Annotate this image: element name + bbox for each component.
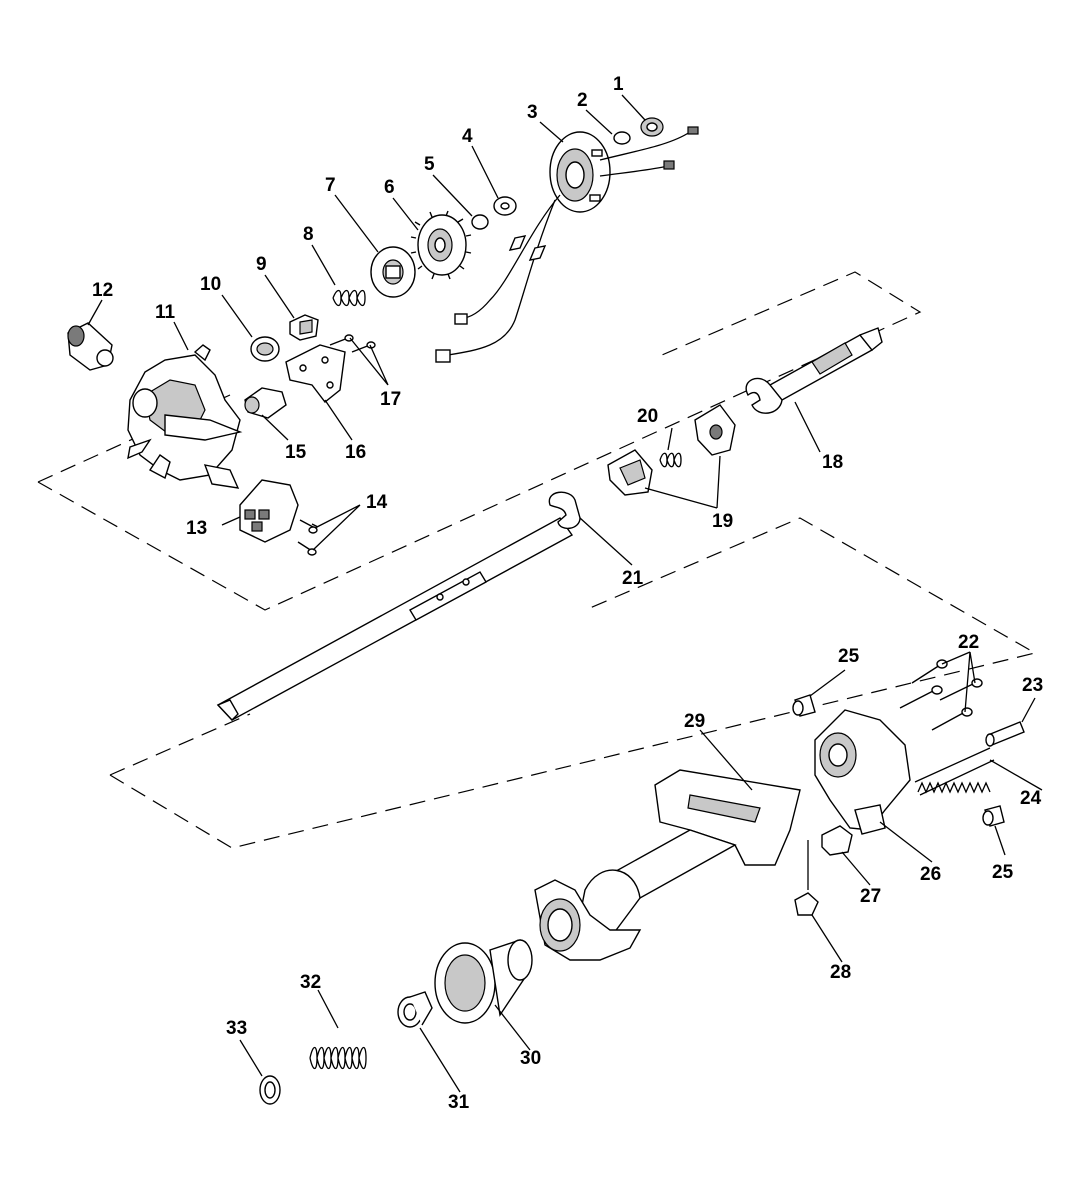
part-12-lock-cylinder (67, 322, 114, 371)
part-6-gear-plate (410, 210, 472, 280)
part-16-bracket-plate (285, 344, 346, 403)
part-27-bushing (821, 825, 853, 856)
part-25-cap-lower (982, 805, 1005, 827)
label-part-24: 24 (1020, 788, 1042, 809)
part-4-washer (493, 196, 517, 216)
part-8-spring (332, 289, 366, 307)
label-part-29: 29 (684, 711, 705, 732)
label-part-10: 10 (200, 274, 221, 295)
label-part-9: 9 (256, 254, 267, 275)
part-23-pin (985, 721, 1025, 747)
label-part-3: 3 (527, 102, 538, 123)
part-labels: 1 2 3 4 5 6 7 8 9 10 11 12 13 14 15 16 1… (92, 74, 1043, 1113)
label-part-8: 8 (303, 224, 314, 245)
label-part-30: 30 (520, 1048, 541, 1069)
part-32-spring (309, 1046, 367, 1070)
label-part-28: 28 (830, 962, 851, 983)
label-part-5: 5 (424, 154, 435, 175)
label-part-12: 12 (92, 280, 113, 301)
part-14-screws (297, 519, 319, 556)
part-28-clip (794, 892, 819, 916)
part-2-retainer (613, 131, 631, 145)
part-29-column-jacket (534, 769, 801, 961)
label-part-7: 7 (325, 175, 336, 196)
part-31-bearing (397, 991, 433, 1028)
label-part-23: 23 (1022, 675, 1043, 696)
label-part-4: 4 (462, 126, 473, 147)
label-part-27: 27 (860, 886, 881, 907)
label-part-20: 20 (637, 406, 658, 427)
part-15-sensor (244, 387, 287, 419)
part-20-spring (659, 452, 682, 468)
leader-lines (87, 94, 1043, 1093)
label-part-13: 13 (186, 518, 207, 539)
part-33-washer (259, 1075, 281, 1105)
part-22-bolts (899, 659, 983, 731)
label-part-19: 19 (712, 511, 733, 532)
label-part-11: 11 (155, 302, 176, 323)
part-26-head-housing (814, 709, 911, 835)
part-21-lower-shaft (216, 491, 581, 722)
part-11-housing (127, 344, 243, 489)
part-18-upper-shaft (745, 327, 883, 414)
part-7-cam-plate (370, 246, 416, 298)
part-19-centering-sphere (607, 404, 736, 496)
label-part-32: 32 (300, 972, 321, 993)
part-3-coil-assembly (435, 126, 699, 363)
part-9-bushing (289, 314, 319, 341)
part-5-ring (471, 214, 489, 230)
part-24-spring (914, 747, 995, 796)
label-part-26: 26 (920, 864, 941, 885)
part-1-nut (640, 117, 664, 137)
label-part-2: 2 (577, 90, 588, 111)
label-part-17: 17 (380, 389, 401, 410)
label-part-22: 22 (958, 632, 979, 653)
label-part-31: 31 (448, 1092, 470, 1113)
label-part-14: 14 (366, 492, 388, 513)
label-part-1: 1 (613, 74, 624, 95)
part-10-ring (250, 336, 280, 362)
part-25-cap-upper (792, 694, 816, 717)
label-part-6: 6 (384, 177, 395, 198)
part-13-switch (239, 479, 299, 543)
label-part-15: 15 (285, 442, 307, 463)
label-part-33: 33 (226, 1018, 247, 1039)
label-part-25-lower: 25 (992, 862, 1014, 883)
label-part-18: 18 (822, 452, 843, 473)
label-part-16: 16 (345, 442, 366, 463)
label-part-21: 21 (622, 568, 644, 589)
label-part-25-upper: 25 (838, 646, 860, 667)
part-30-bearing-housing (434, 939, 533, 1024)
